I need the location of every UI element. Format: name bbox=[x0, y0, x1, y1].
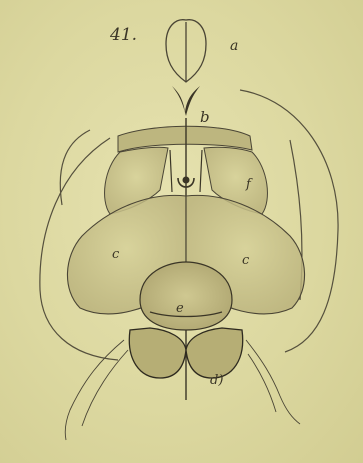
label-d: d) bbox=[210, 373, 223, 388]
olfactory-lobes bbox=[166, 20, 206, 82]
label-b: b bbox=[200, 108, 210, 126]
infundibulum bbox=[172, 86, 200, 116]
label-a: a bbox=[230, 38, 238, 54]
figure-number: 41. bbox=[109, 25, 137, 45]
label-c-right: c bbox=[242, 253, 250, 268]
label-c-left: c bbox=[112, 247, 120, 262]
label-e: e bbox=[176, 301, 184, 316]
cerebellum bbox=[140, 262, 232, 330]
